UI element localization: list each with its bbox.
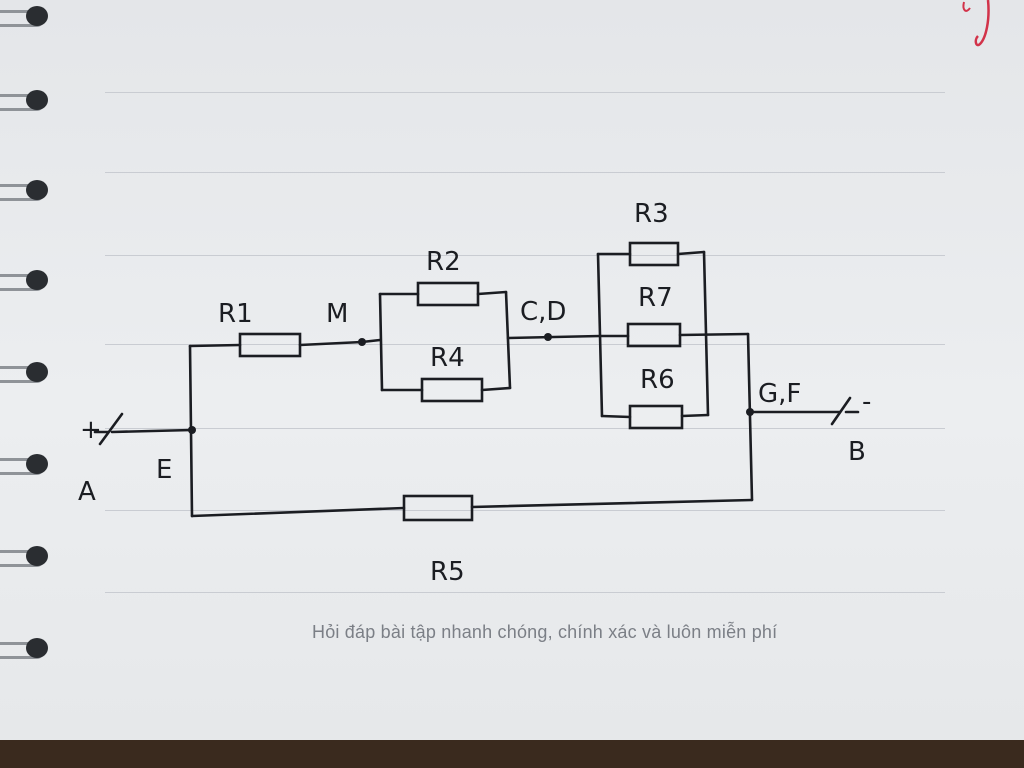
ruled-line — [105, 172, 945, 173]
footer-watermark-text: Hỏi đáp bài tập nhanh chóng, chính xác v… — [312, 622, 778, 642]
ruled-line — [105, 510, 945, 511]
wire-m-parallel — [360, 338, 382, 344]
spiral-binding-ring — [0, 360, 56, 383]
node-e — [188, 426, 196, 434]
ruled-line — [105, 92, 945, 93]
label-r7: R7 — [638, 283, 673, 313]
spiral-binding-ring — [0, 178, 56, 201]
wire-e-r1 — [188, 343, 242, 348]
label-minus: - — [862, 387, 871, 417]
label-b: B — [848, 437, 866, 467]
spiral-binding-ring — [0, 88, 56, 111]
label-e: E — [156, 455, 172, 485]
wire-r1-m — [298, 340, 364, 347]
terminal-a-switch — [93, 412, 194, 446]
wire-cd — [506, 334, 602, 340]
spiral-binding-ring — [0, 4, 56, 27]
resistor-r1 — [238, 332, 302, 358]
label-r2: R2 — [426, 247, 461, 277]
resistor-r6 — [628, 404, 684, 430]
spiral-binding-ring — [0, 268, 56, 291]
node-cd — [544, 333, 552, 341]
label-r6: R6 — [640, 365, 675, 395]
resistor-r2 — [416, 281, 480, 307]
label-gf: G,F — [758, 379, 801, 409]
wire-bottom-left — [190, 506, 406, 518]
label-r5: R5 — [430, 557, 465, 587]
label-r1: R1 — [218, 299, 253, 329]
parallel-r3-r7-r6 — [596, 241, 750, 430]
label-m: M — [326, 299, 348, 329]
wire-right-vertical — [746, 332, 754, 502]
label-a: A — [78, 477, 96, 507]
ruled-line — [105, 428, 945, 429]
resistor-r3 — [628, 241, 680, 267]
spiral-binding-ring — [0, 544, 56, 567]
ruled-line — [105, 255, 945, 256]
ruled-line — [105, 592, 945, 593]
red-ink-mark — [962, 0, 990, 47]
label-r4: R4 — [430, 343, 465, 373]
spiral-binding-ring — [0, 636, 56, 659]
label-plus: + — [80, 415, 102, 445]
resistor-r4 — [420, 377, 484, 403]
resistor-r5 — [402, 494, 474, 522]
spiral-binding-ring — [0, 452, 56, 475]
notebook-page — [0, 0, 1024, 740]
wire-bottom-right — [470, 498, 754, 509]
terminal-b-switch — [748, 396, 860, 426]
parallel-r2-r4 — [378, 281, 512, 403]
label-r3: R3 — [634, 199, 669, 229]
label-cd: C,D — [520, 297, 566, 327]
resistor-r7 — [626, 322, 682, 348]
ruled-line — [105, 344, 945, 345]
